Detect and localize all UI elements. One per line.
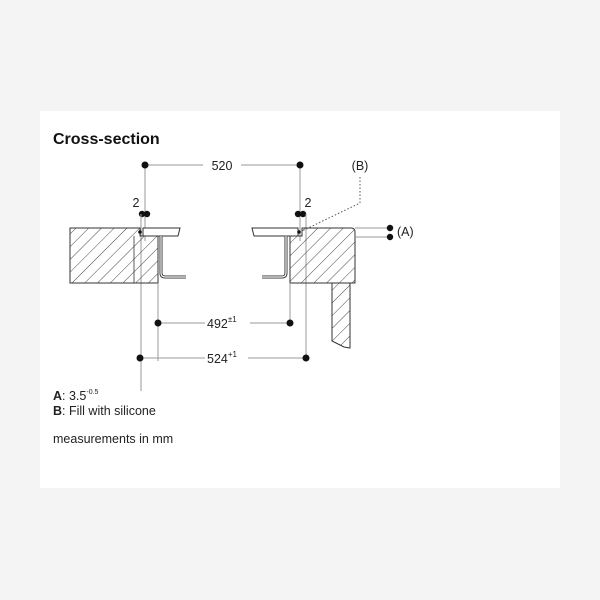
right-gap-label: 2 xyxy=(305,196,312,210)
dimension-492-label: 492±1 xyxy=(207,315,237,331)
callout-a: (A) xyxy=(355,224,414,241)
dimension-524-label: 524+1 xyxy=(207,350,238,366)
legend-tolerance-a: -0.5 xyxy=(86,389,99,396)
cross-section-card: Cross-section 520 2 2 xyxy=(40,111,560,488)
legend-key-a: A xyxy=(53,389,63,403)
legend-item-a: A: 3.5-0.5 xyxy=(53,389,99,403)
left-gap-label: 2 xyxy=(133,196,140,210)
cabinet-side-panel xyxy=(331,282,351,349)
callout-b-label: (B) xyxy=(352,159,369,173)
legend: A: 3.5-0.5 B: Fill with silicone xyxy=(53,385,156,419)
legend-item-b: B: Fill with silicone xyxy=(53,404,156,418)
right-countertop xyxy=(289,227,356,323)
dimension-524: 524+1 xyxy=(136,323,310,366)
callout-b: (B) xyxy=(301,159,369,232)
left-countertop xyxy=(69,227,159,361)
dimension-492: 492±1 xyxy=(154,315,294,331)
dimension-520-label: 520 xyxy=(212,159,233,173)
callout-a-label: (A) xyxy=(397,225,414,239)
legend-value-b: Fill with silicone xyxy=(68,404,156,418)
legend-key-b: B xyxy=(53,404,63,418)
left-gap-marker: 2 xyxy=(133,196,151,391)
legend-value-a: 3.5 xyxy=(68,389,87,403)
cross-section-diagram: 520 2 2 xyxy=(69,159,414,391)
page-title: Cross-section xyxy=(53,131,160,148)
units-note: measurements in mm xyxy=(53,432,174,446)
dimension-520: 520 xyxy=(141,159,304,241)
left-hob-frame xyxy=(142,227,186,279)
